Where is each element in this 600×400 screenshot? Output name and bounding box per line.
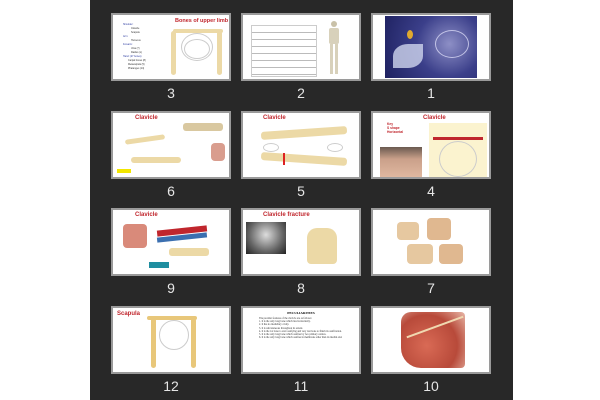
slide-number: 7 <box>427 280 435 296</box>
chest-muscles-illustration <box>401 312 465 368</box>
slide-number: 2 <box>297 85 305 101</box>
slide-title: Clavicle <box>135 212 158 218</box>
slide-title: Scapula <box>117 311 141 317</box>
slide-thumbnail-8[interactable]: Clavicle fracture <box>241 208 361 276</box>
slide-title: Clavicle <box>263 115 286 121</box>
slide-number: 3 <box>167 85 175 101</box>
slide-thumbnail-10[interactable] <box>371 306 491 374</box>
slide-thumbnail-5[interactable]: Clavicle <box>241 111 361 179</box>
slide-number: 10 <box>423 378 439 394</box>
slide-title: Clavicle <box>135 115 158 121</box>
table-illustration <box>251 25 317 77</box>
slide-number: 1 <box>427 85 435 101</box>
slide-number: 12 <box>163 378 179 394</box>
slide-number: 6 <box>167 183 175 199</box>
slide-thumbnail-12[interactable]: Scapula <box>111 306 231 374</box>
thorax-illustration <box>429 123 487 177</box>
neck-photo <box>380 147 422 177</box>
slide-number: 5 <box>297 183 305 199</box>
slide-thumbnail-7[interactable] <box>371 208 491 276</box>
slide-title: PECULIARITIES <box>287 311 315 315</box>
slide-thumbnail-11[interactable]: PECULIARITIES The peculiar features of t… <box>241 306 361 374</box>
slide-thumbnail-2[interactable] <box>241 13 361 81</box>
slide-thumbnail-9[interactable]: Clavicle <box>111 208 231 276</box>
slide-thumbnail-6[interactable]: Clavicle <box>111 111 231 179</box>
floral-calligraphy-image <box>385 16 477 78</box>
slide-title: Bones of upper limb <box>175 18 229 24</box>
slide-title: Clavicle fracture <box>263 212 310 218</box>
slide-number: 9 <box>167 280 175 296</box>
shoulder-illustration <box>307 228 337 264</box>
slide-number: 4 <box>427 183 435 199</box>
slide-number: 11 <box>293 378 309 394</box>
slide-number: 8 <box>297 280 305 296</box>
slide-thumbnail-1[interactable] <box>371 13 491 81</box>
slide-title: Clavicle <box>423 115 446 121</box>
slide-text: The peculiar features of the clavicle ar… <box>259 317 343 340</box>
xray-image <box>246 222 286 254</box>
